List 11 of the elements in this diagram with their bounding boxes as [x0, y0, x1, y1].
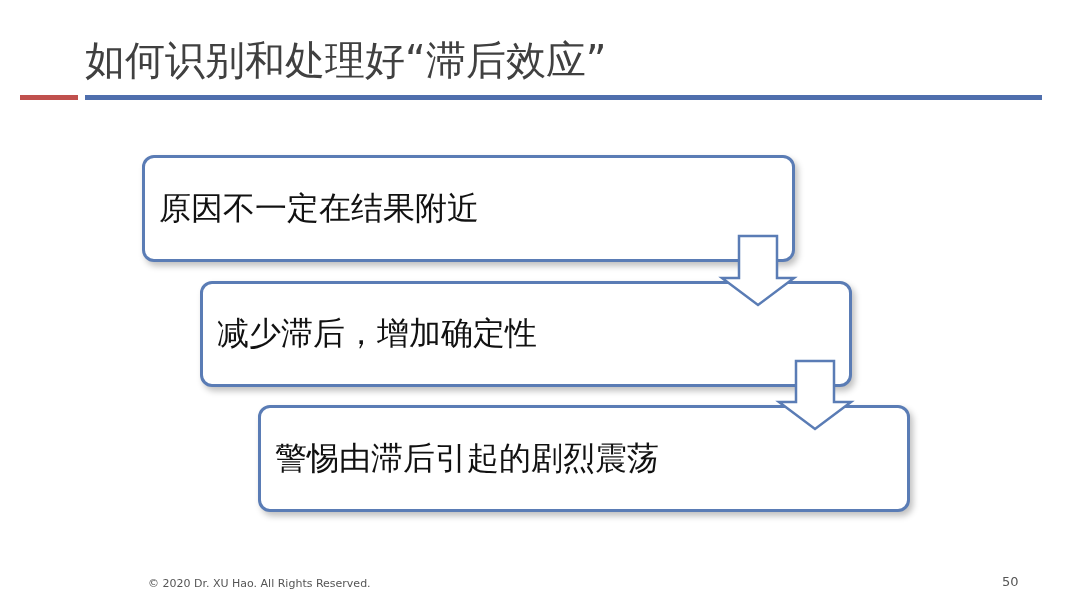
- text-box: [142, 155, 795, 262]
- slide-title: 如何识别和处理好“滞后效应”: [85, 36, 607, 85]
- box-text: 减少滞后，增加确定性: [217, 313, 537, 354]
- page-number: 50: [1002, 574, 1019, 589]
- box-text: 原因不一定在结果附近: [159, 187, 479, 229]
- text-box: [200, 281, 852, 387]
- block-arrow: [775, 359, 855, 431]
- text-box: [258, 405, 910, 512]
- block-arrow: [718, 234, 798, 307]
- copyright-note: © 2020 Dr. XU Hao. All Rights Reserved.: [148, 577, 371, 590]
- box-text: 警惕由滞后引起的剧烈震荡: [275, 437, 659, 479]
